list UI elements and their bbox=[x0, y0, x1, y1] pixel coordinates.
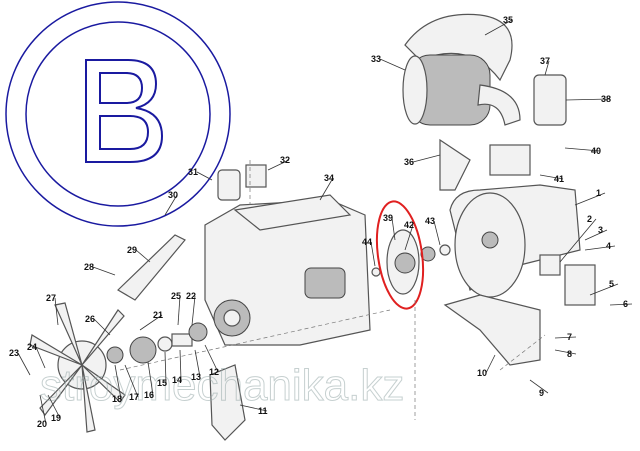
callout-25: 25 bbox=[171, 291, 181, 301]
callout-37: 37 bbox=[540, 56, 550, 66]
callout-leader-line bbox=[177, 295, 181, 326]
callout-leader-line bbox=[433, 220, 441, 246]
callout-27: 27 bbox=[46, 293, 56, 303]
callout-leader-line bbox=[584, 229, 608, 241]
callout-leader-line bbox=[124, 364, 139, 398]
callout-26: 26 bbox=[85, 314, 95, 324]
callout-32: 32 bbox=[280, 155, 290, 165]
callout-16: 16 bbox=[144, 390, 154, 400]
callout-leader-line bbox=[539, 174, 564, 180]
callout-41: 41 bbox=[554, 174, 564, 184]
air-filter-illustration bbox=[402, 13, 567, 191]
callout-leader-line bbox=[370, 241, 376, 267]
callout-leader-line bbox=[391, 217, 396, 241]
callout-5: 5 bbox=[609, 279, 614, 289]
callout-leader-line bbox=[267, 159, 290, 171]
callout-34: 34 bbox=[324, 173, 334, 183]
callout-39: 39 bbox=[383, 213, 393, 223]
callout-42: 42 bbox=[404, 220, 414, 230]
callout-leader-line bbox=[529, 379, 549, 394]
callout-13: 13 bbox=[191, 372, 201, 382]
callout-labels: 1234567891011121314151617181920212223242… bbox=[9, 15, 633, 429]
fan-illustration bbox=[29, 234, 246, 441]
callout-30: 30 bbox=[168, 190, 178, 200]
dashed-guides bbox=[119, 160, 546, 420]
callout-20: 20 bbox=[37, 419, 47, 429]
callout-4: 4 bbox=[606, 241, 611, 251]
callout-leader-line bbox=[92, 266, 116, 276]
callout-leader-line bbox=[609, 303, 633, 306]
callout-9: 9 bbox=[539, 388, 544, 398]
callout-leader-line bbox=[47, 394, 61, 419]
callout-leader-line bbox=[554, 349, 577, 355]
callout-leader-line bbox=[54, 297, 59, 326]
callout-leader-line bbox=[319, 177, 334, 201]
callout-7: 7 bbox=[567, 332, 572, 342]
callout-21: 21 bbox=[153, 310, 163, 320]
callout-leader-line bbox=[135, 249, 151, 263]
callout-leader-line bbox=[554, 336, 577, 339]
callout-38: 38 bbox=[601, 94, 611, 104]
callout-6: 6 bbox=[623, 299, 628, 309]
compressor-illustration bbox=[443, 184, 596, 366]
brand-logo bbox=[5, 1, 231, 227]
callout-leader-line bbox=[191, 295, 196, 326]
callout-leader-line bbox=[194, 349, 201, 378]
watermark: stroymechanika.kz bbox=[40, 361, 404, 410]
callout-leader-line bbox=[565, 98, 611, 101]
callout-leader-line bbox=[17, 352, 31, 376]
callout-35: 35 bbox=[503, 15, 513, 25]
callout-36: 36 bbox=[404, 157, 414, 167]
callout-leader-line bbox=[484, 19, 513, 36]
callout-29: 29 bbox=[127, 245, 137, 255]
callout-10: 10 bbox=[477, 368, 487, 378]
callout-24: 24 bbox=[27, 342, 37, 352]
callout-leader-line bbox=[412, 154, 441, 163]
callout-leader-line bbox=[179, 349, 182, 381]
callout-leader-line bbox=[114, 364, 122, 400]
callout-11: 11 bbox=[258, 406, 268, 416]
callout-leader-line bbox=[196, 171, 213, 181]
callout-leader-line bbox=[485, 354, 496, 374]
callout-leader-line bbox=[589, 283, 619, 296]
callout-3: 3 bbox=[598, 225, 603, 235]
callout-23: 23 bbox=[9, 348, 19, 358]
callout-2: 2 bbox=[587, 214, 592, 224]
callout-leader-line bbox=[164, 351, 167, 384]
callout-leader-line bbox=[204, 344, 219, 373]
callout-leader-line bbox=[559, 218, 597, 263]
callout-15: 15 bbox=[157, 378, 167, 388]
callout-leader-line bbox=[35, 346, 46, 369]
callout-leader-line bbox=[93, 318, 111, 336]
callout-leader-line bbox=[239, 404, 268, 412]
callout-19: 19 bbox=[51, 413, 61, 423]
highlight-ellipse bbox=[375, 200, 425, 310]
callout-18: 18 bbox=[112, 394, 122, 404]
callout-leader-line bbox=[584, 245, 616, 251]
callout-leader-line bbox=[404, 224, 414, 251]
callout-leader-line bbox=[379, 58, 406, 71]
callout-43: 43 bbox=[425, 216, 435, 226]
callout-leader-line bbox=[564, 147, 601, 152]
engine-illustration bbox=[204, 164, 371, 346]
callout-17: 17 bbox=[129, 392, 139, 402]
callout-31: 31 bbox=[188, 167, 198, 177]
callout-leader-line bbox=[544, 60, 550, 76]
callout-44: 44 bbox=[362, 237, 372, 247]
callout-28: 28 bbox=[84, 262, 94, 272]
callout-leader-line bbox=[164, 194, 178, 216]
callout-22: 22 bbox=[186, 291, 196, 301]
callout-leader-line bbox=[147, 361, 154, 396]
callout-33: 33 bbox=[371, 54, 381, 64]
callout-12: 12 bbox=[209, 367, 219, 377]
callout-1: 1 bbox=[596, 188, 601, 198]
callout-leader-line bbox=[574, 192, 606, 206]
callout-14: 14 bbox=[172, 375, 182, 385]
callout-leader-line bbox=[39, 394, 47, 425]
callout-8: 8 bbox=[567, 349, 572, 359]
coupling-parts-illustration bbox=[371, 200, 451, 310]
callout-leader-line bbox=[139, 314, 163, 331]
callout-40: 40 bbox=[591, 146, 601, 156]
